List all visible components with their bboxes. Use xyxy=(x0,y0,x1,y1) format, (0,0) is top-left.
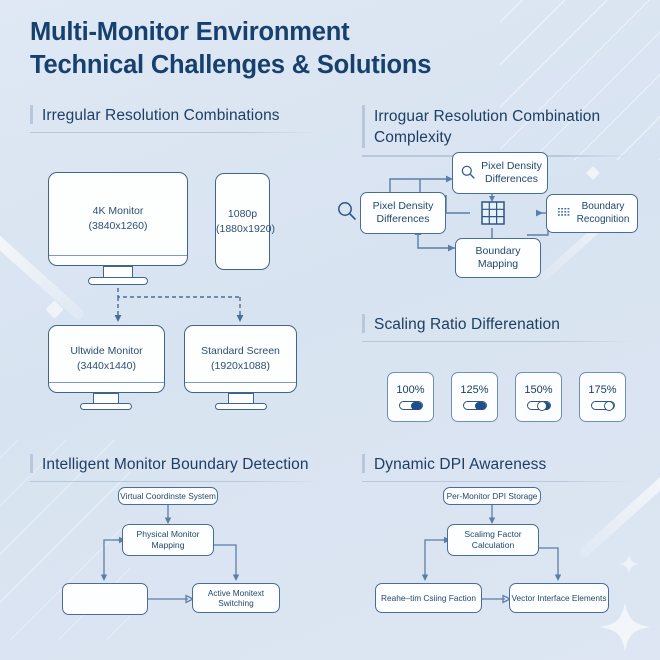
scaling-label: 150% xyxy=(524,384,553,396)
section-complexity: Irroguar Resolution Combination Complexi… xyxy=(362,103,634,157)
node-label-line1: Boundary xyxy=(475,244,521,257)
node-label: Boundary Mapping xyxy=(476,245,521,271)
node-label: Vector Interface Elements xyxy=(511,592,607,603)
node-label-line2: Mapping xyxy=(477,258,519,270)
scaling-toggle-100[interactable] xyxy=(398,401,423,410)
node-label: Active Monitext Switching xyxy=(207,587,265,608)
section-heading-scaling: Scaling Ratio Differenation xyxy=(362,312,634,342)
node-virtual-coordinate-system[interactable]: Virtual Coordinste System xyxy=(118,487,218,505)
monitor-ultrawide[interactable]: Ultwide Monitor (3440x1440) xyxy=(48,325,165,393)
node-vector-interface-elements[interactable]: Vector Interface Elements xyxy=(509,583,609,613)
section-heading-irregular-resolution: Irregular Resolution Combinations xyxy=(30,103,320,133)
section-heading-text: Intelligent Monitor Boundary Detection xyxy=(42,456,309,473)
monitor-standard-base xyxy=(215,403,267,410)
monitor-name: Ultwide Monitor xyxy=(70,344,143,357)
diamond-decoration-left xyxy=(45,300,64,319)
node-label-line1: Boundary xyxy=(581,201,625,212)
node-label: Reahe–tim Csiing Faction xyxy=(381,592,476,603)
scaling-card-100[interactable]: 100% xyxy=(387,372,434,422)
section-heading-boundary-detection: Intelligent Monitor Boundary Detection xyxy=(30,452,320,482)
monitor-resolution: (3440x1440) xyxy=(77,360,136,372)
monitor-standard[interactable]: Standard Screen (1920x1088) xyxy=(184,325,297,393)
light-streak-right xyxy=(577,471,660,560)
magnifier-icon xyxy=(460,164,476,183)
monitor-resolution: (1880x1920) xyxy=(216,222,275,235)
section-heading-text: Irregular Resolution Combinations xyxy=(42,107,280,124)
monitor-1080p[interactable]: 1080p (1880x1920) xyxy=(215,173,275,270)
node-empty-box[interactable] xyxy=(62,583,148,615)
node-scaling-factor-calculation[interactable]: Scalimg Factor Calculation xyxy=(447,524,539,556)
grid-icon xyxy=(480,200,506,231)
node-label-line2: Recognition xyxy=(576,213,630,225)
monitor-ultrawide-base xyxy=(80,403,132,410)
monitor-resolution: (1920x1088) xyxy=(211,360,270,372)
page-title-line1: Multi-Monitor Environment xyxy=(30,18,350,46)
section-heading-dpi-awareness: Dynamic DPI Awareness xyxy=(362,452,634,482)
section-heading-text: Scaling Ratio Differenation xyxy=(374,316,560,333)
node-label-line1: Pixel Density xyxy=(481,159,542,172)
monitor-standard-label: Standard Screen (1920x1088) xyxy=(185,344,296,374)
node-label: Physical Monitor Mapping xyxy=(136,529,200,550)
magnifier-icon xyxy=(336,200,358,227)
monitor-lip xyxy=(49,381,164,383)
node-label: Pixel Density Differences xyxy=(481,160,542,186)
node-label: Virtual Coordinste System xyxy=(120,490,216,501)
node-realtime-scaling-factor[interactable]: Reahe–tim Csiing Faction xyxy=(375,583,482,613)
scaling-toggle-175[interactable] xyxy=(590,400,615,411)
scaling-label: 175% xyxy=(588,384,617,396)
monitor-name: Standard Screen xyxy=(201,344,280,357)
monitor-name: 4K Monitor xyxy=(92,204,144,217)
page-title: Multi-Monitor Environment Technical Chal… xyxy=(30,16,630,81)
monitor-4k-label: 4K Monitor (3840x1260) xyxy=(49,204,187,234)
section-boundary-detection: Intelligent Monitor Boundary Detection xyxy=(30,452,320,482)
monitor-lip xyxy=(49,254,187,256)
monitor-1080p-label: 1080p (1880x1920) xyxy=(216,206,275,236)
sparkle-small-icon xyxy=(618,553,640,580)
scaling-label: 125% xyxy=(460,384,489,396)
section-heading-text: Irroguar Resolution Combination Complexi… xyxy=(374,107,634,149)
node-label: Boundary Recognition xyxy=(577,201,630,226)
monitor-name: 1080p xyxy=(227,207,258,220)
node-boundary-mapping[interactable]: Boundary Mapping xyxy=(455,238,541,278)
node-per-monitor-dpi-storage[interactable]: Per-Monitor DPI Storage xyxy=(443,487,541,505)
node-label-line2: Differences xyxy=(376,213,430,225)
heading-line2: Complexity xyxy=(374,128,452,146)
node-physical-monitor-mapping[interactable]: Physical Monitor Mapping xyxy=(122,524,214,556)
scaling-toggle-150[interactable] xyxy=(526,400,551,411)
section-scaling: Scaling Ratio Differenation xyxy=(362,312,634,342)
node-pixel-density-left[interactable]: Pixel Density Differences xyxy=(360,192,446,234)
monitor-4k[interactable]: 4K Monitor (3840x1260) xyxy=(48,172,188,266)
monitor-ultrawide-label: Ultwide Monitor (3440x1440) xyxy=(49,344,164,374)
section-heading-complexity: Irroguar Resolution Combination Complexi… xyxy=(362,103,634,157)
node-label: Scalimg Factor Calculation xyxy=(464,529,522,550)
scaling-card-125[interactable]: 125% xyxy=(451,372,498,422)
node-pixel-density-top[interactable]: Pixel Density Differences xyxy=(452,152,548,194)
scaling-card-150[interactable]: 150% xyxy=(515,372,562,422)
node-label: Per-Monitor DPI Storage xyxy=(446,490,538,501)
node-label-line1: Pixel Density xyxy=(372,199,434,212)
diamond-decoration-right xyxy=(585,165,601,181)
scaling-card-175[interactable]: 175% xyxy=(579,372,626,422)
node-active-monitor-switching[interactable]: Active Monitext Switching xyxy=(192,583,280,613)
section-dpi-awareness: Dynamic DPI Awareness xyxy=(362,452,634,482)
scaling-label: 100% xyxy=(396,384,425,396)
node-label-line2: Differences xyxy=(485,173,538,185)
node-label: Pixel Density Differences xyxy=(373,200,434,226)
section-irregular-resolution: Irregular Resolution Combinations xyxy=(30,103,320,133)
monitor-4k-base xyxy=(88,277,148,285)
page-title-line2: Technical Challenges & Solutions xyxy=(30,50,432,79)
monitor-resolution: (3840x1260) xyxy=(88,220,148,232)
scaling-toggle-125[interactable] xyxy=(462,401,487,410)
dashed-lines-icon xyxy=(557,205,572,223)
section-heading-text: Dynamic DPI Awareness xyxy=(374,456,547,473)
monitor-lip xyxy=(185,381,296,383)
heading-line1: Irroguar Resolution Combination xyxy=(374,108,601,125)
node-boundary-recognition[interactable]: Boundary Recognition xyxy=(546,194,638,233)
